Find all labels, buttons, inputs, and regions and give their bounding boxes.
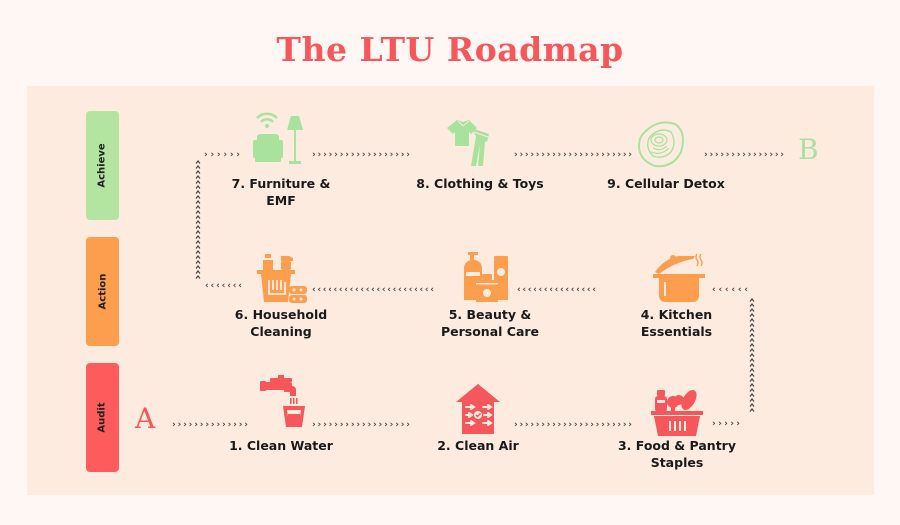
path-chevron <box>749 313 755 317</box>
step-label: 2. Clean Air <box>437 438 519 453</box>
cleaning-supplies-icon <box>257 254 307 303</box>
path-chevron <box>195 220 201 224</box>
step-label: 6. Household Cleaning <box>234 307 328 339</box>
path-chevron <box>749 308 755 312</box>
path-chevron <box>195 230 201 234</box>
path-segment: ‹‹‹‹‹‹ <box>712 285 748 295</box>
path-chevron <box>195 245 201 249</box>
path-chevron <box>749 298 755 302</box>
path-chevron <box>195 160 201 164</box>
faucet-glass-icon <box>260 375 305 427</box>
path-chevron <box>749 323 755 327</box>
grocery-basket-icon <box>651 390 703 436</box>
path-chevron <box>749 363 755 367</box>
path-segment: ‹‹‹‹‹‹‹‹‹‹‹‹‹‹‹ <box>517 285 596 295</box>
step-label: 4. Kitchen Essentials <box>640 307 713 339</box>
start-marker: A <box>135 402 156 435</box>
path-chevron <box>195 225 201 229</box>
step-label: 8. Clothing & Toys <box>416 176 544 191</box>
path-segment: ‹‹‹‹‹‹‹‹‹‹‹‹‹‹‹‹‹‹‹‹‹‹‹ <box>312 285 434 295</box>
clothing-icon <box>447 120 489 166</box>
path-chevron <box>195 190 201 194</box>
path-chevron <box>749 353 755 357</box>
armchair-wifi-lamp-icon <box>253 112 303 164</box>
path-chevron <box>195 240 201 244</box>
path-segment: ›››››››››››››››››› <box>312 150 410 160</box>
path-chevron <box>749 398 755 402</box>
step-label: 1. Clean Water <box>229 438 333 453</box>
stage-achieve: Achieve <box>86 111 119 220</box>
cell-icon <box>637 121 684 168</box>
path-chevron <box>195 165 201 169</box>
house-airflow-icon <box>456 384 500 434</box>
path-chevron <box>749 318 755 322</box>
step-label: 3. Food & Pantry Staples <box>617 438 736 470</box>
path-chevron <box>195 170 201 174</box>
path-chevron <box>749 303 755 307</box>
path-chevron <box>195 260 201 264</box>
step-label: 7. Furniture & EMF <box>231 176 331 208</box>
path-chevron <box>749 358 755 362</box>
path-chevron <box>749 393 755 397</box>
roadmap-panel <box>27 86 874 495</box>
end-marker: B <box>798 133 819 166</box>
path-segment: ‹‹‹‹‹‹‹ <box>205 281 242 291</box>
path-chevron <box>195 235 201 239</box>
path-segment: ›››››› <box>204 150 240 160</box>
path-chevron <box>749 338 755 342</box>
path-segment: ›››››››››››››››››››››› <box>514 150 632 160</box>
path-chevron <box>195 175 201 179</box>
path-chevron <box>749 368 755 372</box>
path-chevron <box>195 265 201 269</box>
path-segment: ›››››››››››››››››››››› <box>514 420 632 430</box>
stage-audit: Audit <box>86 363 119 472</box>
path-chevron <box>749 328 755 332</box>
path-segment: ›››››››››››››› <box>172 420 248 430</box>
path-chevron <box>749 388 755 392</box>
path-chevron <box>749 333 755 337</box>
cooking-pot-icon <box>653 253 705 302</box>
path-chevron <box>749 403 755 407</box>
stage-action: Action <box>86 237 119 346</box>
path-chevron <box>195 215 201 219</box>
path-chevron <box>195 250 201 254</box>
path-chevron <box>195 180 201 184</box>
step-label: 5. Beauty & Personal Care <box>440 307 540 339</box>
path-chevron <box>195 200 201 204</box>
path-segment: ›››››››››››››››››› <box>312 420 410 430</box>
path-chevron <box>749 383 755 387</box>
path-chevron <box>749 408 755 412</box>
step-label: 9. Cellular Detox <box>607 176 725 191</box>
path-chevron <box>195 210 201 214</box>
path-chevron <box>195 185 201 189</box>
path-chevron <box>195 275 201 279</box>
path-chevron <box>749 378 755 382</box>
cosmetics-icon <box>464 252 508 302</box>
path-chevron <box>749 343 755 347</box>
path-chevron <box>195 195 201 199</box>
path-segment: ››››››››››››››› <box>704 150 784 160</box>
path-chevron <box>749 348 755 352</box>
page-title: The LTU Roadmap <box>276 30 624 69</box>
path-chevron <box>749 373 755 377</box>
path-chevron <box>195 270 201 274</box>
path-segment: ››››› <box>712 419 740 429</box>
path-chevron <box>195 255 201 259</box>
path-chevron <box>195 205 201 209</box>
